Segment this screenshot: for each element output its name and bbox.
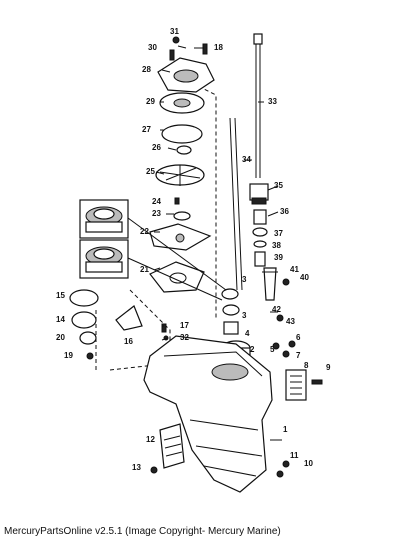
- callout-12: 12: [146, 435, 155, 444]
- callout-10: 10: [304, 459, 313, 468]
- gasket: [149, 261, 205, 293]
- callout-42: 42: [272, 305, 281, 314]
- screw-17-icon: [161, 323, 167, 333]
- callout-34: 34: [242, 155, 251, 164]
- callout-19: 19: [64, 351, 73, 360]
- callout-24: 24: [152, 197, 161, 206]
- screw-13-icon: [150, 466, 158, 474]
- screw-11-icon: [282, 460, 290, 468]
- callout-33: 33: [268, 97, 277, 106]
- key-24-icon: [174, 197, 180, 205]
- callout-27: 27: [142, 125, 151, 134]
- callout-13: 13: [132, 463, 141, 472]
- callout-4: 4: [245, 329, 250, 338]
- shift-connector-36: [253, 209, 267, 225]
- water-pump-cover: [157, 57, 215, 93]
- screw-18-icon: [202, 43, 208, 55]
- callout-36: 36: [280, 207, 289, 216]
- callout-26: 26: [152, 143, 161, 152]
- callout-37: 37: [274, 229, 283, 238]
- ring-15: [69, 289, 99, 307]
- shift-coupler: [249, 183, 269, 205]
- seal-3-lower: [222, 304, 240, 316]
- o-ring-37: [252, 227, 268, 237]
- fitting-7-icon: [282, 350, 290, 358]
- washer-38: [253, 240, 267, 248]
- seal-3-upper: [221, 288, 239, 300]
- callout-29: 29: [146, 97, 155, 106]
- callout-1: 1: [283, 425, 288, 434]
- callout-8: 8: [304, 361, 309, 370]
- image-caption: MercuryPartsOnline v2.5.1 (Image Copyrig…: [4, 526, 281, 537]
- screw-43-icon: [276, 314, 284, 322]
- callout-17: 17: [180, 321, 189, 330]
- callout-39: 39: [274, 253, 283, 262]
- pin-40-icon: [282, 278, 290, 286]
- screw-30-icon: [169, 49, 175, 61]
- washer-31-icon: [172, 36, 180, 44]
- drive-shaft: [229, 117, 243, 291]
- ring-26: [176, 145, 192, 155]
- bolt-9-icon: [311, 379, 323, 385]
- exploded-parts-diagram: 1 2 3 3 4 5 6 7 8 9 10 11 12 13 14 15 16…: [56, 27, 331, 493]
- callout-9: 9: [326, 363, 331, 372]
- callout-5: 5: [270, 345, 275, 354]
- callout-25: 25: [146, 167, 155, 176]
- fitting-6-icon: [288, 340, 296, 348]
- callout-16: 16: [124, 337, 133, 346]
- trim-tab-16: [115, 305, 143, 331]
- callout-11: 11: [290, 451, 299, 460]
- callout-35: 35: [274, 181, 283, 190]
- callout-41: 41: [290, 265, 299, 274]
- shift-shaft: [253, 33, 263, 178]
- callout-22: 22: [140, 227, 149, 236]
- impeller-housing: [159, 92, 205, 114]
- callout-40: 40: [300, 273, 309, 282]
- pump-plate: [149, 223, 212, 251]
- callout-38: 38: [272, 241, 281, 250]
- callout-14: 14: [56, 315, 65, 324]
- shift-lever: [263, 267, 277, 301]
- callout-6: 6: [296, 333, 301, 342]
- callout-28: 28: [142, 65, 151, 74]
- callout-3a: 3: [242, 275, 247, 284]
- gear-housing: [143, 335, 273, 493]
- callout-32: 32: [180, 333, 189, 342]
- nut-19-icon: [86, 352, 94, 360]
- gear-20: [79, 331, 97, 345]
- callout-43: 43: [286, 317, 295, 326]
- callout-23: 23: [152, 209, 161, 218]
- callout-21: 21: [140, 265, 149, 274]
- seal-inset-bottom: [79, 239, 129, 279]
- washer-23: [173, 211, 191, 221]
- bearing-14: [71, 311, 97, 329]
- callout-31: 31: [170, 27, 179, 36]
- screw-10-icon: [276, 470, 284, 478]
- o-ring-27: [161, 124, 203, 144]
- bushing-39: [254, 251, 266, 267]
- callout-30: 30: [148, 43, 157, 52]
- callout-3b: 3: [242, 311, 247, 320]
- callout-2: 2: [250, 345, 255, 354]
- callout-18: 18: [214, 43, 223, 52]
- impeller: [155, 164, 205, 186]
- callout-7: 7: [296, 351, 301, 360]
- water-intake-screen: [159, 423, 185, 469]
- side-cover-8: [285, 369, 307, 401]
- callout-20: 20: [56, 333, 65, 342]
- seal-inset-top: [79, 199, 129, 239]
- fitting-5-icon: [272, 342, 280, 350]
- callout-15: 15: [56, 291, 65, 300]
- bushing-4: [223, 321, 239, 335]
